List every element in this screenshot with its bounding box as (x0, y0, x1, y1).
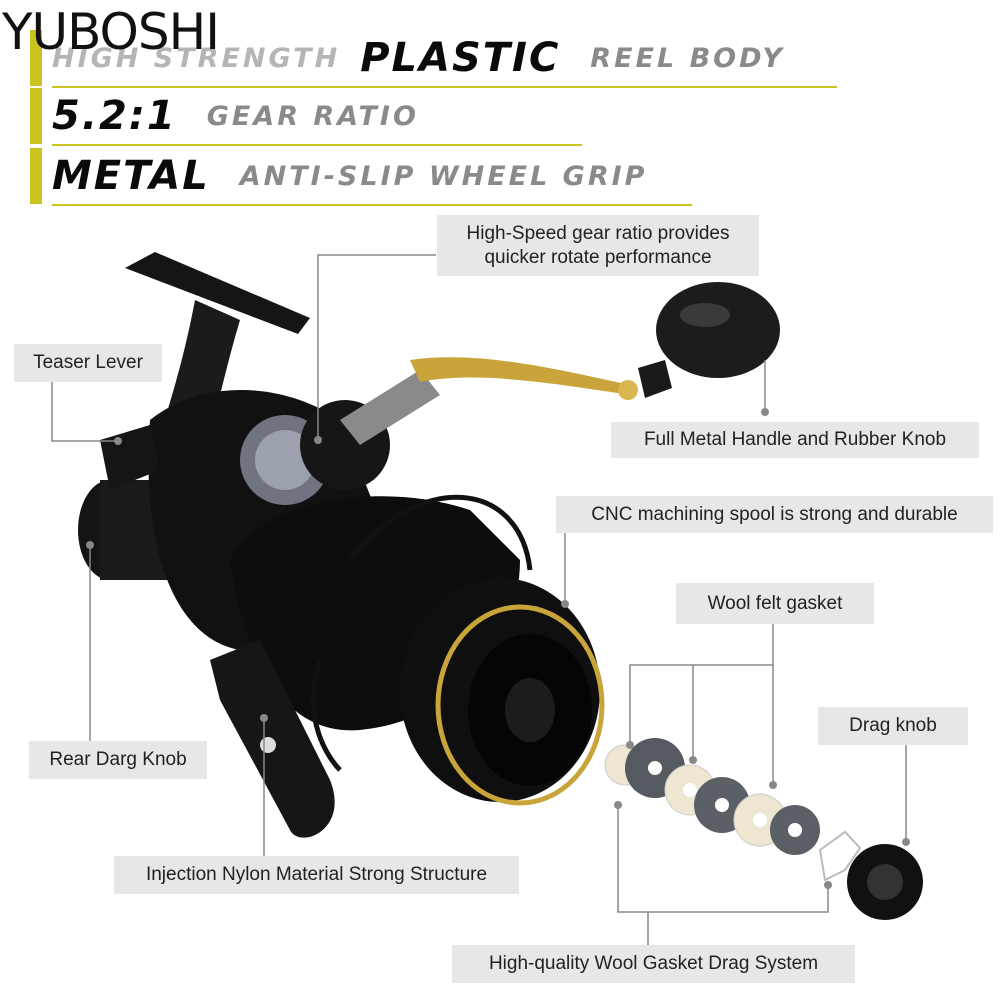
reel-body (78, 252, 780, 838)
drag-washers (604, 738, 923, 920)
callout-wool-felt-gasket: Wool felt gasket (676, 583, 874, 624)
callout-rear-drag-knob: Rear Darg Knob (29, 741, 207, 779)
callout-injection-nylon: Injection Nylon Material Strong Structur… (114, 856, 519, 894)
feature-small-text: GEAR RATIO (206, 100, 419, 132)
brand-logo: YUBOSHI (2, 3, 220, 61)
feature-prefix: HIGH STRENGTH (52, 42, 341, 74)
feature-big-text: 5.2:1 (52, 93, 177, 139)
callout-high-speed: High-Speed gear ratio provides quicker r… (437, 215, 759, 276)
feature-row-gear-ratio: 5.2:1 GEAR RATIO (30, 88, 582, 146)
callout-full-metal-handle: Full Metal Handle and Rubber Knob (611, 422, 979, 458)
callout-wool-gasket-drag-system: High-quality Wool Gasket Drag System (452, 945, 855, 983)
feature-big-text: METAL (52, 153, 210, 199)
feature-small-text: ANTI-SLIP WHEEL GRIP (239, 160, 648, 192)
feature-row-metal: METAL ANTI-SLIP WHEEL GRIP (30, 148, 692, 206)
feature-row-plastic: HIGH STRENGTH PLASTIC REEL BODY (30, 30, 837, 88)
callout-drag-knob: Drag knob (818, 707, 968, 745)
callout-dots (86, 408, 910, 889)
callout-lines (51, 254, 907, 945)
feature-small-text: REEL BODY (590, 42, 785, 74)
callout-cnc-spool: CNC machining spool is strong and durabl… (556, 496, 993, 533)
feature-big-text: PLASTIC (360, 35, 561, 81)
callout-teaser-lever: Teaser Lever (14, 344, 162, 382)
